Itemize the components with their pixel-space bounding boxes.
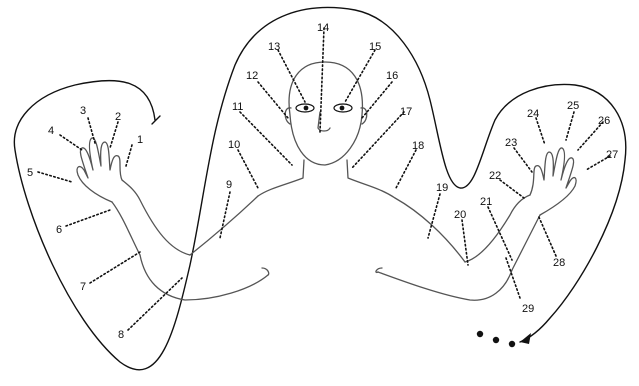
- continuation-dot-2: [493, 337, 499, 343]
- point-label-1: 1: [137, 134, 143, 146]
- right-forearm: [465, 195, 530, 262]
- leader-lines: [38, 28, 610, 330]
- left-elbow-gap: [262, 268, 269, 275]
- point-label-3: 3: [80, 105, 86, 117]
- right-arm-under: [378, 270, 512, 300]
- point-label-6: 6: [56, 224, 62, 236]
- point-label-20: 20: [454, 209, 466, 221]
- right-pupil: [340, 106, 345, 111]
- point-label-19: 19: [436, 182, 448, 194]
- neck-left: [258, 160, 304, 196]
- point-label-13: 13: [268, 41, 280, 53]
- point-label-21: 21: [480, 196, 492, 208]
- point-label-4: 4: [48, 125, 54, 137]
- point-label-24: 24: [527, 108, 539, 120]
- point-label-11: 11: [232, 101, 243, 113]
- point-label-16: 16: [386, 70, 398, 82]
- left-forearm-inner: [112, 202, 140, 255]
- point-label-26: 26: [598, 115, 610, 127]
- continuation-dot-3: [509, 341, 515, 347]
- loop-start-tick: [152, 116, 160, 124]
- continuation-dot-1: [477, 331, 483, 337]
- point-label-8: 8: [118, 329, 124, 341]
- point-label-27: 27: [606, 149, 618, 161]
- point-label-28: 28: [553, 257, 565, 269]
- point-label-9: 9: [226, 179, 232, 191]
- right-forearm-inner: [512, 215, 540, 270]
- head-outline: [289, 62, 362, 165]
- point-label-15: 15: [369, 41, 381, 53]
- point-label-5: 5: [27, 167, 33, 179]
- point-label-29: 29: [522, 303, 534, 315]
- point-label-14: 14: [317, 22, 329, 34]
- left-pupil: [304, 106, 309, 111]
- left-arm-under: [140, 255, 268, 300]
- point-label-18: 18: [412, 140, 424, 152]
- point-label-23: 23: [505, 137, 517, 149]
- point-label-7: 7: [80, 281, 86, 293]
- loop-arrowhead: [520, 333, 531, 344]
- left-forearm: [122, 180, 190, 255]
- point-label-25: 25: [567, 100, 579, 112]
- point-label-2: 2: [115, 111, 121, 123]
- left-hand: [77, 138, 122, 202]
- point-label-10: 10: [228, 139, 240, 151]
- left-arm-top: [190, 196, 258, 255]
- point-label-17: 17: [400, 106, 412, 118]
- point-label-12: 12: [246, 70, 258, 82]
- right-hand: [530, 148, 576, 215]
- point-label-22: 22: [489, 170, 501, 182]
